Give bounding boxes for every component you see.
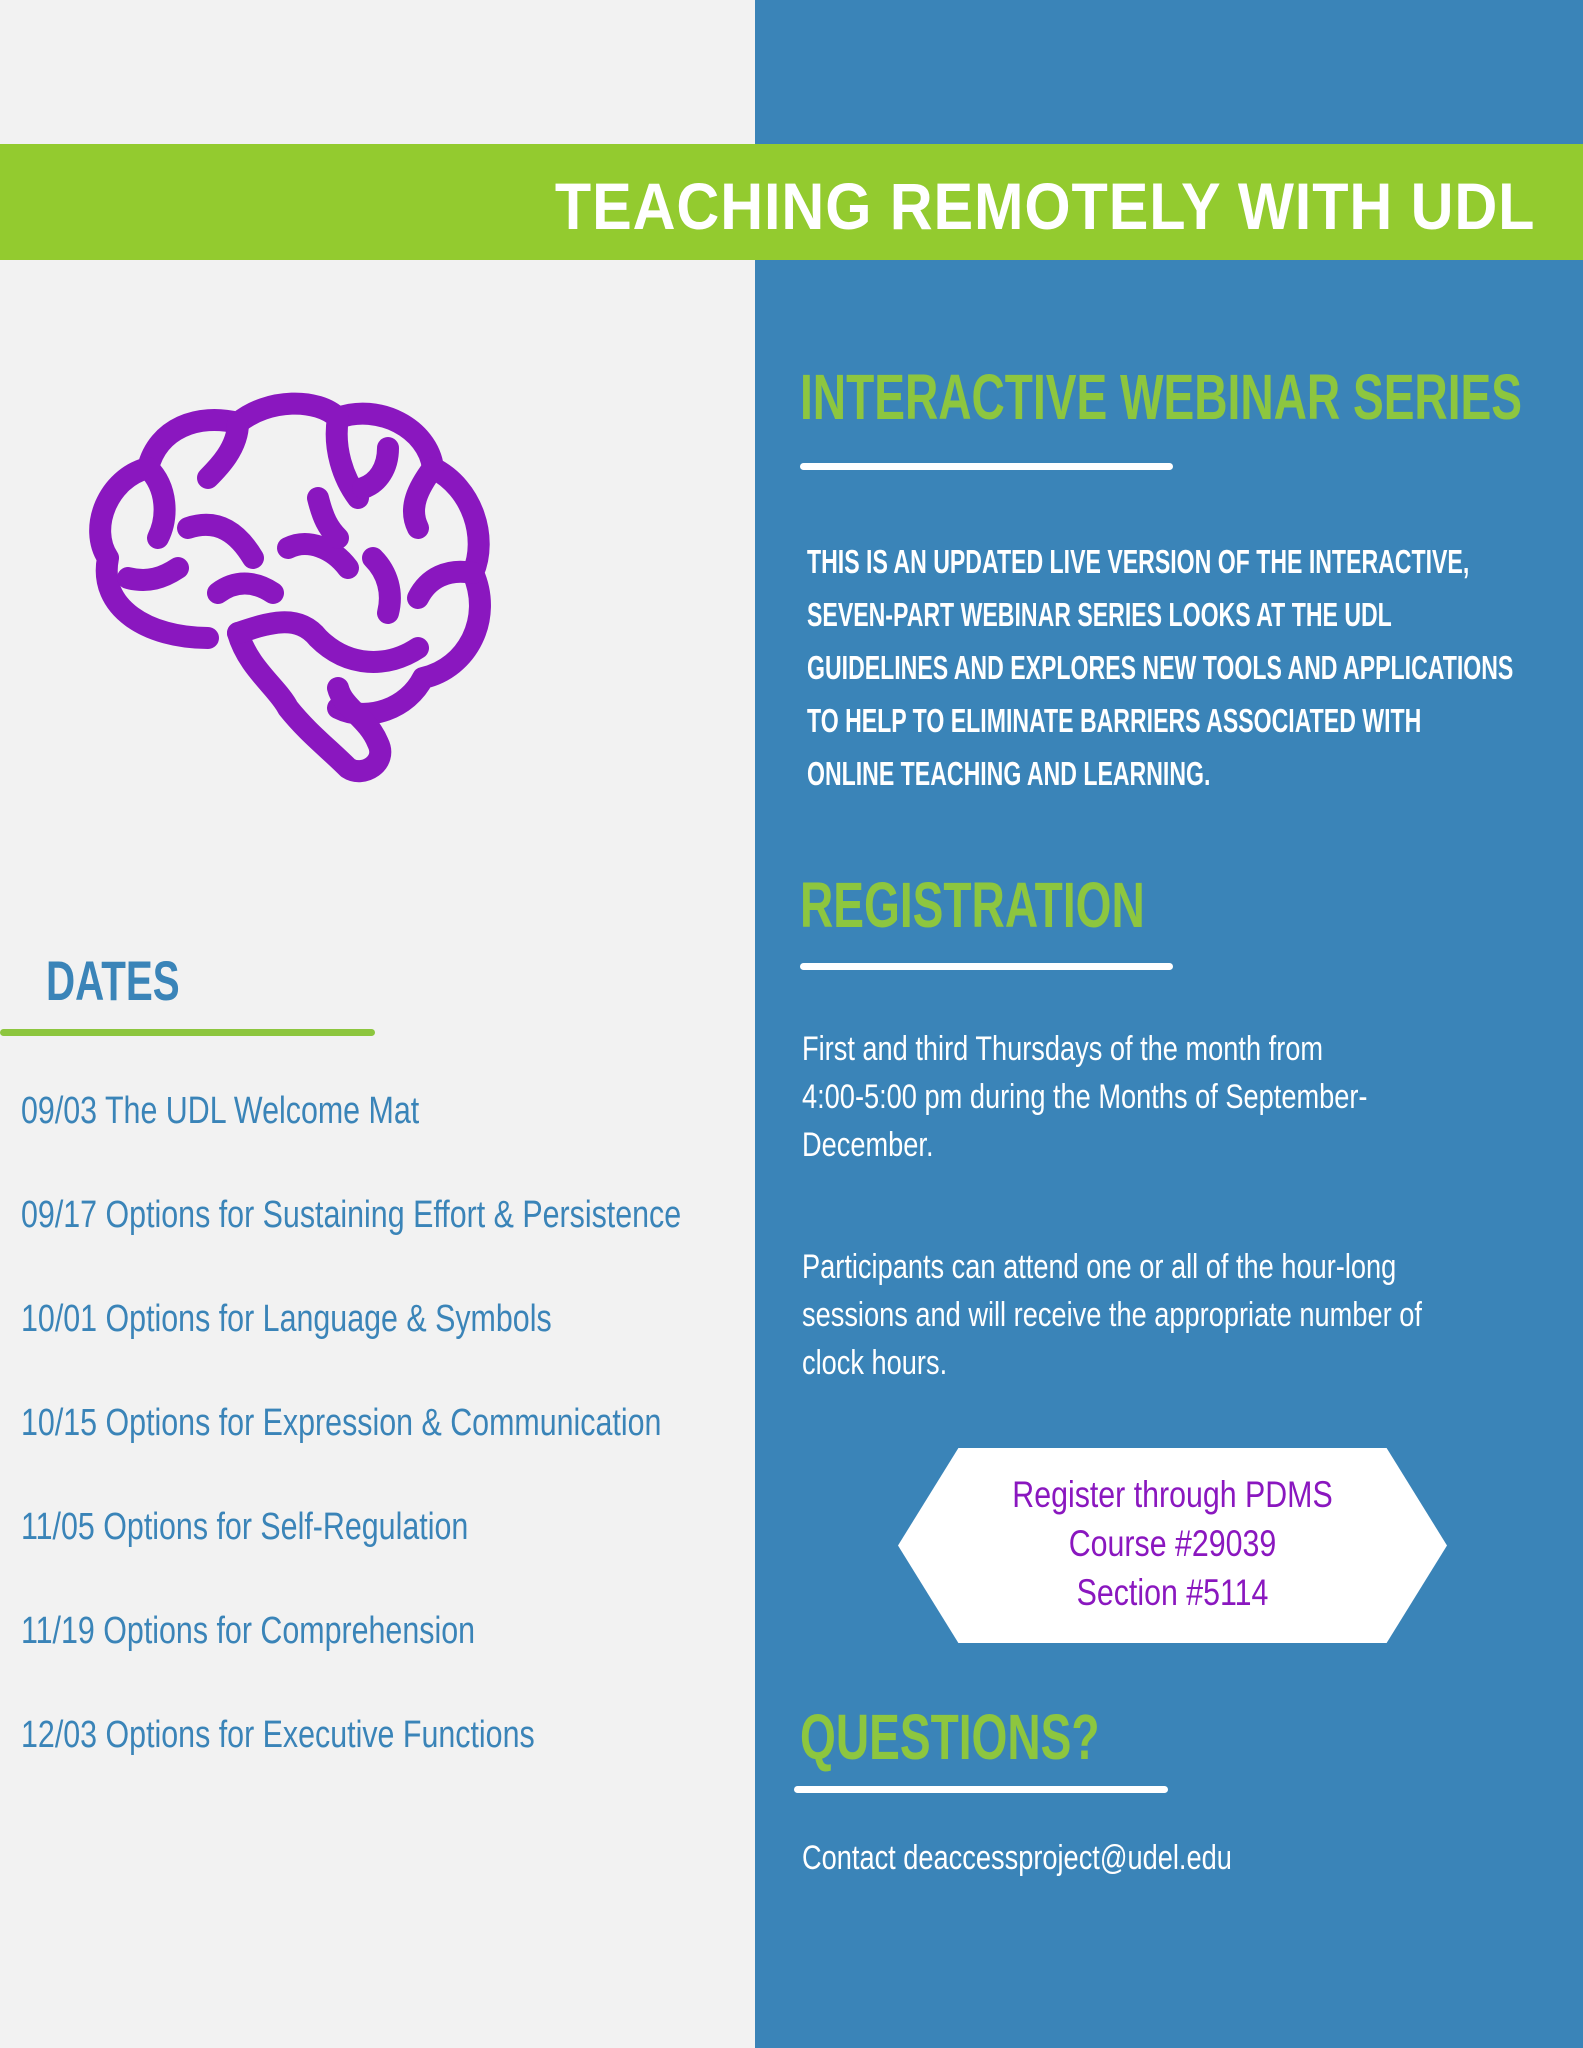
description-line: online teaching and learning.	[807, 755, 1211, 792]
register-box: Register through PDMS Course #29039 Sect…	[898, 1448, 1447, 1643]
webinar-description: This is an updated live version of the i…	[807, 535, 1583, 800]
text-line: First and third Thursdays of the month f…	[802, 1030, 1324, 1068]
text-line: clock hours.	[802, 1344, 948, 1382]
dates-heading: DATES	[46, 949, 180, 1012]
description-line: seven-part webinar series looks at the U…	[807, 596, 1392, 633]
text-line: December.	[802, 1126, 934, 1164]
questions-heading: QUESTIONS?	[800, 1701, 1100, 1773]
divider	[800, 463, 1173, 470]
register-line: Register through PDMS	[1012, 1474, 1333, 1515]
divider	[794, 1786, 1168, 1793]
page-title: TEACHING REMOTELY WITH UDL	[554, 169, 1535, 243]
title-banner	[0, 144, 1583, 260]
date-item: 10/01 Options for Language & Symbols	[21, 1298, 552, 1340]
text-line: sessions and will receive the appropriat…	[802, 1296, 1422, 1334]
brain-icon	[89, 392, 491, 783]
contact-text: Contact deaccessproject@udel.edu	[802, 1834, 1583, 1882]
divider	[800, 963, 1173, 970]
contact-email[interactable]: Contact deaccessproject@udel.edu	[802, 1839, 1232, 1877]
webinar-heading: INTERACTIVE WEBINAR SERIES	[800, 361, 1522, 433]
text-line: Participants can attend one or all of th…	[802, 1248, 1397, 1286]
date-item: 10/15 Options for Expression & Communica…	[21, 1402, 662, 1444]
description-line: to help to eliminate barriers associated…	[807, 702, 1422, 739]
description-line: This is an updated live version of the i…	[807, 543, 1470, 580]
date-item: 11/05 Options for Self-Regulation	[21, 1506, 469, 1548]
date-item: 09/17 Options for Sustaining Effort & Pe…	[21, 1194, 682, 1236]
text-line: 4:00-5:00 pm during the Months of Septem…	[802, 1078, 1368, 1116]
divider	[0, 1029, 375, 1036]
course-number: Course #29039	[1068, 1523, 1277, 1564]
participants-text: Participants can attend one or all of th…	[802, 1243, 1583, 1387]
section-number: Section #5114	[1076, 1572, 1269, 1613]
right-panel	[755, 0, 1583, 2048]
date-item: 12/03 Options for Executive Functions	[21, 1714, 535, 1756]
registration-heading: REGISTRATION	[800, 869, 1145, 941]
description-line: guidelines and explores new tools and ap…	[807, 649, 1514, 686]
schedule-text: First and third Thursdays of the month f…	[802, 1025, 1583, 1169]
date-item: 09/03 The UDL Welcome Mat	[21, 1090, 420, 1132]
date-item: 11/19 Options for Comprehension	[21, 1610, 476, 1652]
